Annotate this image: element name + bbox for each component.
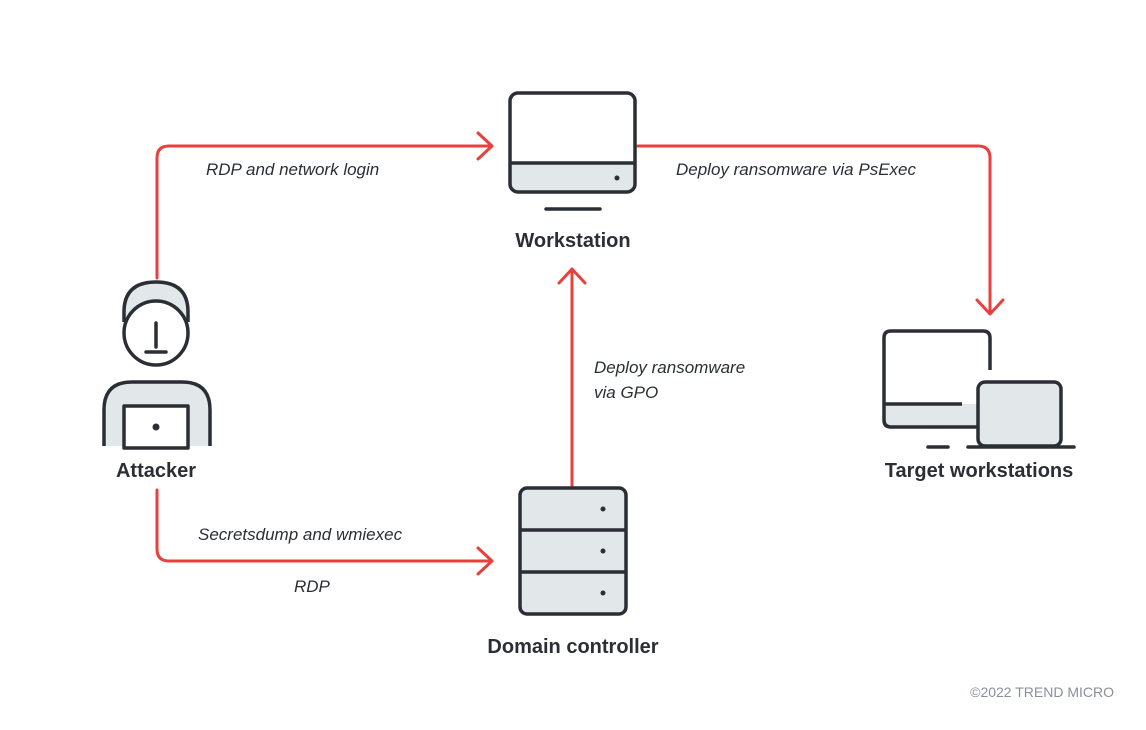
desktop-laptop-icon: [882, 329, 1076, 449]
hacker-icon: [102, 280, 212, 450]
edge-label-secretsdump: Secretsdump and wmiexec: [198, 525, 403, 544]
edge-label-rdp-network-login: RDP and network login: [206, 160, 380, 179]
edge-label-deploy-gpo-line1: Deploy ransomware: [594, 358, 746, 377]
arrowhead-workstation-up: [557, 267, 587, 285]
edge-label-deploy-gpo-line2: via GPO: [594, 383, 659, 402]
arrowhead-targets: [975, 298, 1005, 316]
arrow-workstation-to-targets: [636, 144, 992, 314]
target-workstations-label: Target workstations: [884, 460, 1074, 482]
edge-label-rdp: RDP: [294, 577, 330, 596]
copyright-notice: ©2022 TREND MICRO: [970, 684, 1114, 700]
attacker-label: Attacker: [115, 460, 197, 482]
monitor-icon: [508, 91, 637, 211]
server-icon: [518, 486, 628, 616]
edge-label-deploy-psexec: Deploy ransomware via PsExec: [676, 160, 916, 179]
arrow-attacker-to-workstation: [155, 144, 492, 280]
domain-controller-label: Domain controller: [487, 636, 659, 658]
arrow-attacker-to-dc: [155, 488, 492, 563]
workstation-label: Workstation: [515, 230, 631, 252]
arrowhead-workstation: [476, 131, 494, 161]
arrowhead-dc: [476, 546, 494, 576]
